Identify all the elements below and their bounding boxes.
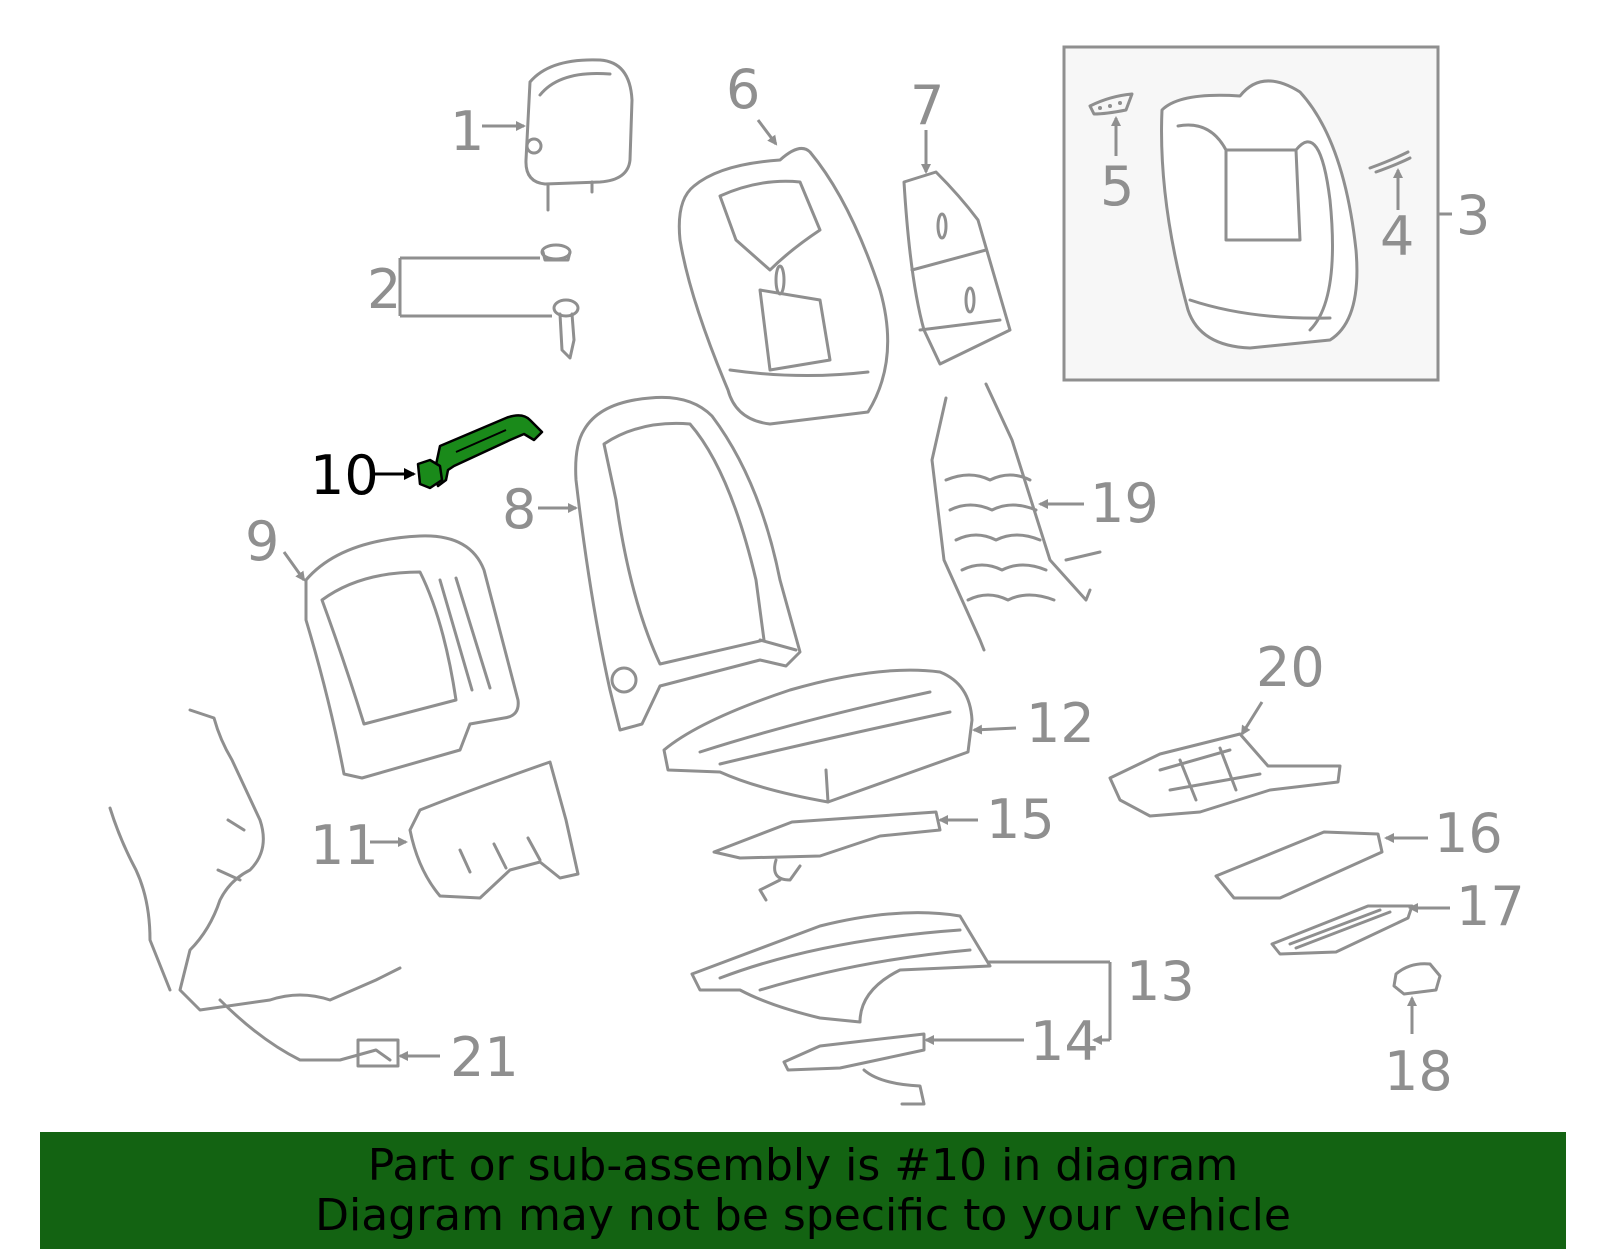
callout-14: 14 bbox=[1030, 1010, 1099, 1073]
callout-10: 10 bbox=[310, 444, 379, 507]
part-15-cushion-pan[interactable] bbox=[712, 810, 942, 902]
leader-9 bbox=[282, 551, 306, 582]
callout-16: 16 bbox=[1434, 802, 1503, 865]
leader-12 bbox=[972, 724, 1017, 735]
leader-2 bbox=[398, 256, 552, 318]
callout-9: 9 bbox=[245, 510, 279, 573]
callout-6: 6 bbox=[726, 58, 760, 121]
part-3-back-panel[interactable] bbox=[1160, 79, 1359, 350]
callout-1: 1 bbox=[450, 100, 484, 163]
part-14-sensor-mat[interactable] bbox=[782, 1032, 926, 1106]
part-12-cushion-cover[interactable] bbox=[662, 668, 974, 804]
callout-4: 4 bbox=[1380, 205, 1414, 268]
callout-5: 5 bbox=[1100, 155, 1134, 218]
part-8-back-frame[interactable] bbox=[574, 395, 802, 732]
leader-20 bbox=[1240, 701, 1264, 736]
callout-11: 11 bbox=[310, 814, 379, 877]
leader-6 bbox=[756, 119, 778, 146]
part-11-lower-trim[interactable] bbox=[408, 760, 580, 900]
callout-2: 2 bbox=[367, 258, 401, 321]
part-1-headrest[interactable] bbox=[524, 58, 634, 212]
part-10-bracket[interactable] bbox=[416, 414, 544, 490]
callout-12: 12 bbox=[1026, 692, 1095, 755]
part-5-clip[interactable] bbox=[1088, 92, 1134, 116]
callout-19: 19 bbox=[1090, 472, 1159, 535]
callout-13: 13 bbox=[1126, 950, 1195, 1013]
callout-7: 7 bbox=[910, 74, 944, 137]
part-7-back-pad[interactable] bbox=[902, 170, 1012, 366]
part-16-pad[interactable] bbox=[1214, 830, 1384, 900]
callout-8: 8 bbox=[502, 478, 536, 541]
banner-line-2: Diagram may not be specific to your vehi… bbox=[315, 1189, 1291, 1241]
part-9-back-trim[interactable] bbox=[304, 534, 520, 780]
callout-20: 20 bbox=[1256, 636, 1325, 699]
callout-21: 21 bbox=[450, 1026, 519, 1089]
part-19-lumbar[interactable] bbox=[930, 382, 1102, 652]
callout-15: 15 bbox=[986, 788, 1055, 851]
part-17-heater[interactable] bbox=[1270, 904, 1414, 956]
callout-17: 17 bbox=[1456, 875, 1525, 938]
part-18-cap[interactable] bbox=[1392, 962, 1442, 996]
part-20-adjuster[interactable] bbox=[1108, 732, 1342, 818]
part-13-cushion-frame[interactable] bbox=[690, 911, 992, 1024]
callout-18: 18 bbox=[1384, 1040, 1453, 1103]
part-4-clip[interactable] bbox=[1368, 150, 1412, 174]
part-6-back-cover[interactable] bbox=[677, 146, 890, 426]
leader-13 bbox=[988, 960, 1112, 1040]
banner-line-1: Part or sub-assembly is #10 in diagram bbox=[367, 1139, 1239, 1191]
info-banner: Part or sub-assembly is #10 in diagram D… bbox=[40, 1132, 1566, 1249]
part-21-harness[interactable] bbox=[108, 708, 402, 1068]
part-2-guides[interactable] bbox=[540, 243, 580, 360]
callout-3: 3 bbox=[1456, 184, 1490, 247]
